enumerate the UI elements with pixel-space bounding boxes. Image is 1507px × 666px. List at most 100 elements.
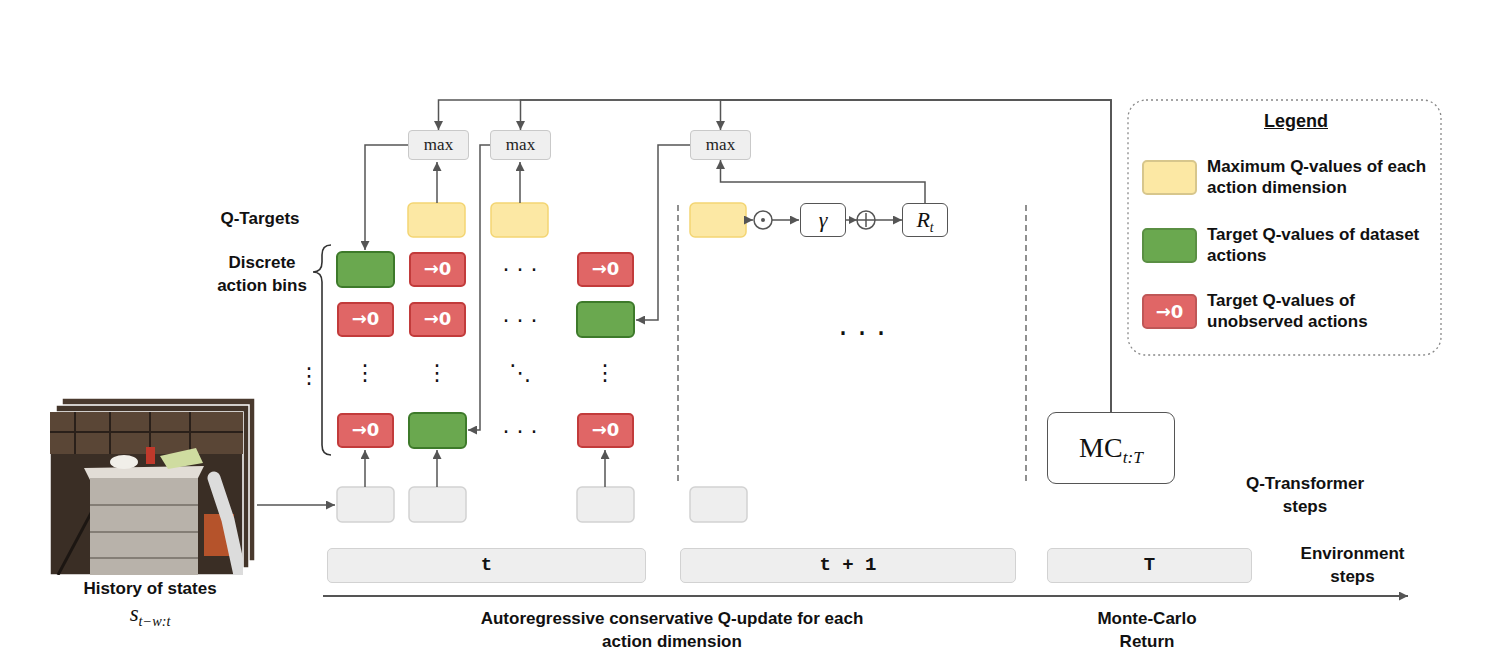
max-box: max [408, 130, 469, 160]
photo-can [146, 447, 155, 464]
multiply-symbol [754, 211, 772, 229]
step-separator [1025, 205, 1026, 485]
connector [846, 219, 902, 221]
connector [721, 100, 1112, 412]
dataset-q-box [577, 302, 634, 337]
node-text: →0 [592, 420, 620, 441]
unobserved-q-box: →0 [409, 252, 466, 287]
node-text: T [1144, 555, 1155, 577]
node-text: max [506, 135, 535, 155]
ellipsis-wrap: · · · [495, 413, 545, 449]
ellipsis: · · · [503, 257, 538, 282]
transformer-step-box [577, 487, 634, 522]
max-box: max [490, 130, 551, 160]
photo-bowl [110, 455, 138, 469]
ellipsis-wrap: ⋮ [412, 354, 462, 390]
legend-icon: →0 [1156, 301, 1184, 322]
axis-label-wrap: Discrete action bins [207, 252, 317, 298]
node-text: t + 1 [819, 555, 876, 577]
legend-entry: Target Q-values of unobserved actions [1207, 291, 1437, 332]
ellipsis: ⋱ [509, 360, 531, 385]
axis-label: Q-Transformer steps [1235, 473, 1375, 519]
photo-drawer-line [90, 504, 198, 506]
legend-title-wrap: Legend [1236, 111, 1356, 132]
monte-carlo-box: MCt:T [1047, 412, 1175, 484]
subscript: t:T [1123, 448, 1143, 467]
legend-entry: Target Q-values of dataset actions [1207, 225, 1437, 266]
node-text: →0 [592, 259, 620, 280]
connector [521, 100, 1112, 412]
transformer-step-box [337, 487, 394, 522]
target-arrow [365, 145, 408, 250]
unobserved-q-box: →0 [409, 302, 466, 337]
node-text: →0 [352, 309, 380, 330]
node-text: t [481, 555, 492, 577]
max-arrow [519, 162, 521, 203]
dataset-q-box [337, 252, 394, 287]
photo-drawer-line [90, 557, 198, 559]
legend-text: Target Q-values of unobserved actions [1207, 291, 1437, 332]
caption-label: Autoregressive conservative Q-update for… [462, 608, 882, 654]
photo-content [50, 412, 243, 575]
env-step-bar: t [327, 548, 646, 583]
unobserved-q-box: →0 [337, 302, 394, 337]
text-part: R [916, 207, 929, 232]
ellipsis: ⋮ [594, 360, 616, 385]
node-text: γ [819, 207, 828, 232]
unobserved-q-box: →0 [337, 413, 394, 448]
node-text: →0 [424, 309, 452, 330]
input-label: History of states [50, 578, 250, 601]
photo-drawer-line [90, 531, 198, 533]
transformer-step-box [690, 487, 747, 522]
reward-box: Rt [902, 203, 948, 237]
env-step-bar: T [1047, 548, 1252, 583]
text-part: MC [1079, 432, 1123, 463]
max-q-box [491, 203, 548, 237]
unobserved-q-box: →0 [577, 252, 634, 287]
max-q-box [690, 203, 746, 237]
input-arrow [257, 504, 335, 506]
axis-label: Environment steps [1290, 543, 1415, 589]
step-arrow [436, 450, 438, 487]
input-label-wrap: History of states [50, 578, 250, 601]
axis-label-wrap: Q-Transformer steps [1235, 473, 1375, 519]
photo-robot-arm [214, 478, 240, 575]
max-arrow [436, 162, 438, 203]
legend-text: Maximum Q-values of each action dimensio… [1207, 157, 1437, 198]
ellipsis: ⋮ [354, 360, 376, 385]
legend-swatch [1142, 228, 1197, 263]
legend-title: Legend [1236, 111, 1356, 132]
axis-label: Discrete action bins [207, 252, 317, 298]
node-text: max [706, 135, 735, 155]
step-arrow [364, 450, 366, 487]
text-part: s [130, 601, 139, 626]
node-text: Rt [916, 207, 933, 232]
photo-shelf-line [50, 431, 243, 433]
ellipsis: ⋮ [426, 360, 448, 385]
state-symbol-wrap: st−w:t [50, 600, 250, 628]
connector [439, 100, 1112, 412]
node-text: →0 [352, 420, 380, 441]
target-arrow [636, 145, 690, 320]
max-box: max [690, 130, 751, 160]
ellipsis-wrap: ⋮ [340, 354, 390, 390]
time-axis [323, 595, 1408, 597]
node-text: MCt:T [1079, 432, 1143, 464]
dataset-q-box [409, 413, 466, 448]
subscript: t−w:t [139, 613, 171, 629]
multiply-dot [761, 218, 765, 222]
unobserved-q-box: →0 [577, 413, 634, 448]
chain-arrow [772, 219, 799, 221]
photo-cloth [160, 448, 203, 469]
bins-brace [313, 245, 331, 455]
caption-label-wrap: Monte-Carlo Return [1082, 608, 1212, 654]
step-separator [677, 205, 678, 485]
legend-swatch [1142, 160, 1197, 195]
state-symbol: st−w:t [50, 600, 250, 628]
ellipsis-wrap: ⋮ [284, 357, 334, 393]
photo-cabinet [90, 478, 198, 575]
max-q-box [408, 203, 465, 237]
node-text: →0 [424, 259, 452, 280]
